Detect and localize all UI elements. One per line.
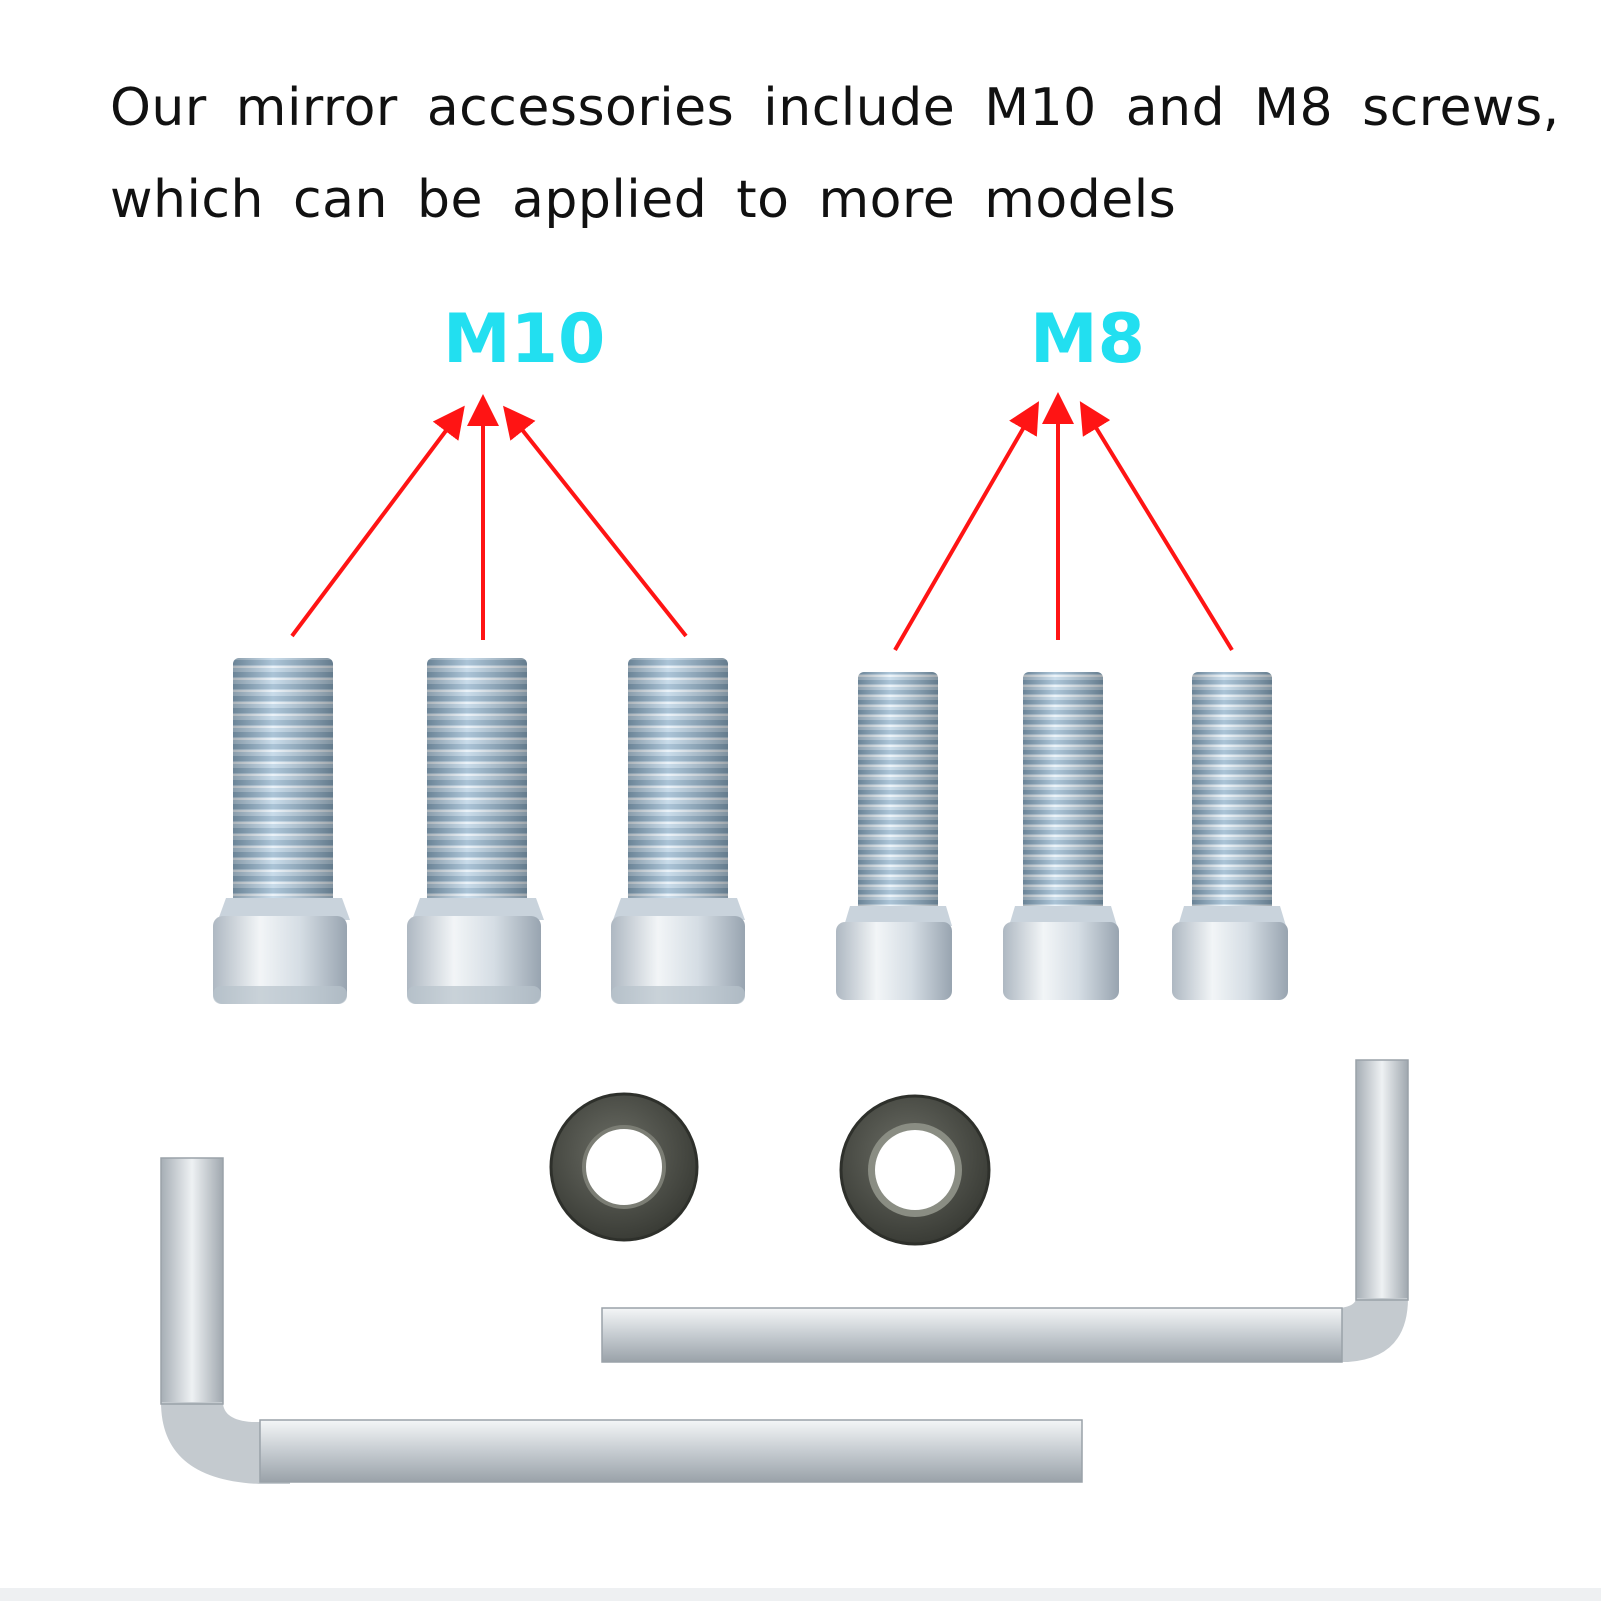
m8-label: M8 (1030, 300, 1145, 379)
bottom-band (0, 1588, 1601, 1601)
washer (549, 1092, 699, 1242)
m8-screw (1003, 672, 1119, 1000)
hex-key (601, 1059, 1409, 1363)
m10-screw (611, 658, 745, 1004)
m10-label: M10 (443, 300, 606, 379)
arrow-m8-right (1079, 401, 1234, 652)
m10-screw (213, 658, 350, 1004)
arrow-m10-right (503, 405, 688, 638)
arrow-m8-left (893, 401, 1040, 652)
m8-screw (836, 672, 952, 1000)
m8-arrows (893, 392, 1234, 652)
headline: Our mirror accessories include M10 and M… (110, 62, 1560, 246)
m10-arrows (290, 394, 688, 640)
m10-screw (407, 658, 544, 1004)
arrow-m10-left (290, 405, 465, 638)
hex-key (160, 1157, 1083, 1484)
washer (839, 1094, 991, 1246)
headline-line-1: Our mirror accessories include M10 and M… (110, 78, 1560, 138)
m8-screw (1172, 672, 1288, 1000)
headline-line-2: which can be applied to more models (110, 170, 1177, 230)
